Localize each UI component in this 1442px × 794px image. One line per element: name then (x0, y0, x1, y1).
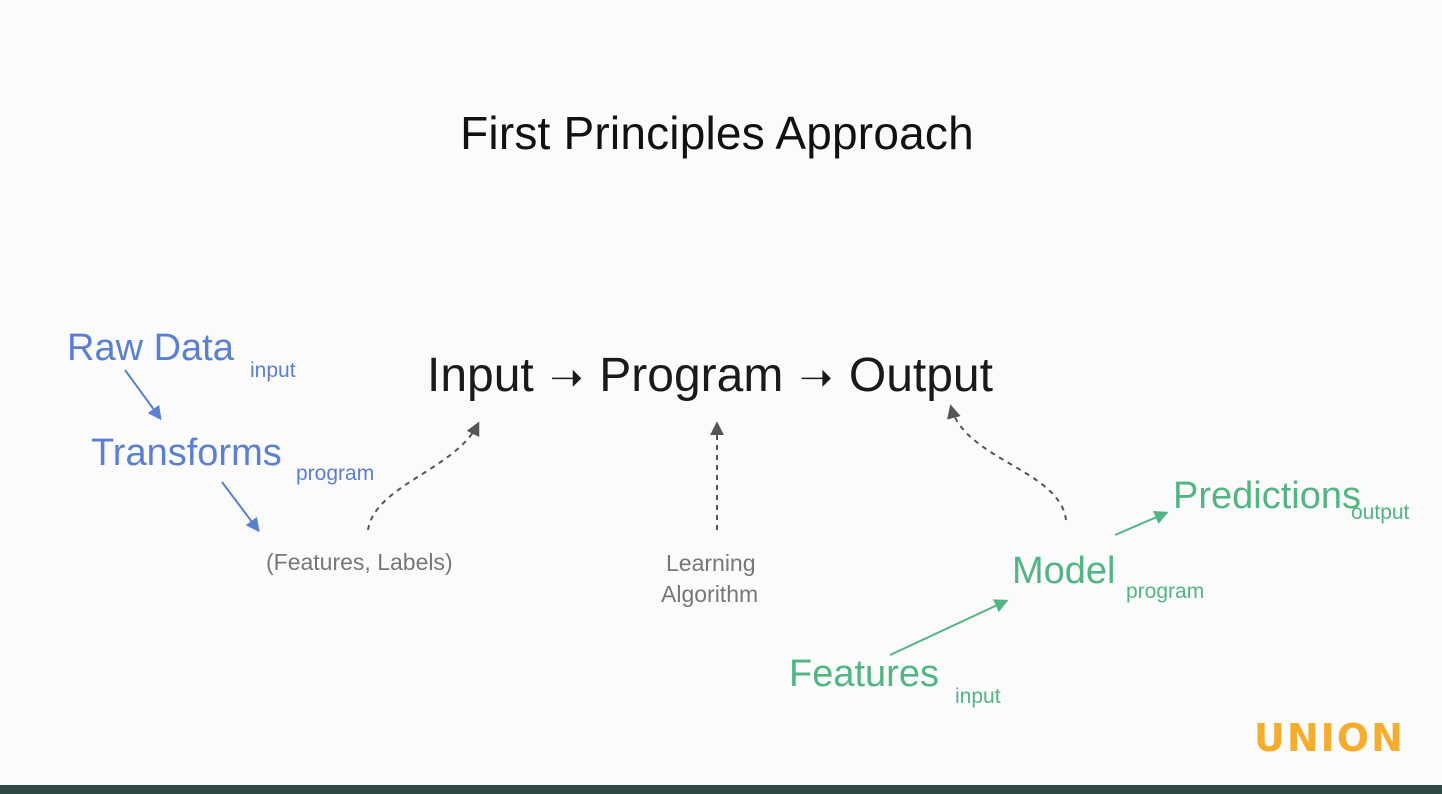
features-sublabel: input (955, 685, 1001, 708)
raw-data-label: Raw Data (67, 327, 234, 369)
model-label: Model (1012, 550, 1116, 592)
features-to-model-arrow (889, 599, 1009, 656)
predictions-label: Predictions (1173, 475, 1361, 517)
model-to-output-arrow (947, 404, 1067, 521)
learning-text: Learning (666, 550, 756, 576)
flow-program: Program (599, 349, 784, 402)
features-labels-text: (Features, Labels) (266, 549, 453, 575)
main-flow: Input ➝ Program ➝ Output (427, 348, 993, 403)
features-label: Features (789, 653, 939, 695)
transforms-to-features-arrow (221, 481, 260, 533)
algorithm-text: Algorithm (661, 581, 759, 607)
flow-input: Input (427, 349, 534, 402)
model-to-predictions-arrow (1114, 511, 1169, 536)
raw-to-transforms-arrow (124, 369, 162, 421)
right-arrow-icon: ➝ (549, 356, 584, 400)
footer-bar (0, 785, 1442, 794)
union-logo: UNION (1254, 716, 1405, 760)
right-arrow-icon: ➝ (799, 356, 833, 400)
features-labels-to-input-arrow (367, 421, 480, 531)
predictions-sublabel: output (1351, 501, 1410, 524)
transforms-label: Transforms (91, 432, 282, 474)
model-sublabel: program (1126, 580, 1205, 603)
slide-title: First Principles Approach (460, 107, 974, 159)
flow-output: Output (848, 349, 993, 402)
transforms-sublabel: program (296, 462, 375, 485)
raw-data-sublabel: input (250, 359, 296, 382)
